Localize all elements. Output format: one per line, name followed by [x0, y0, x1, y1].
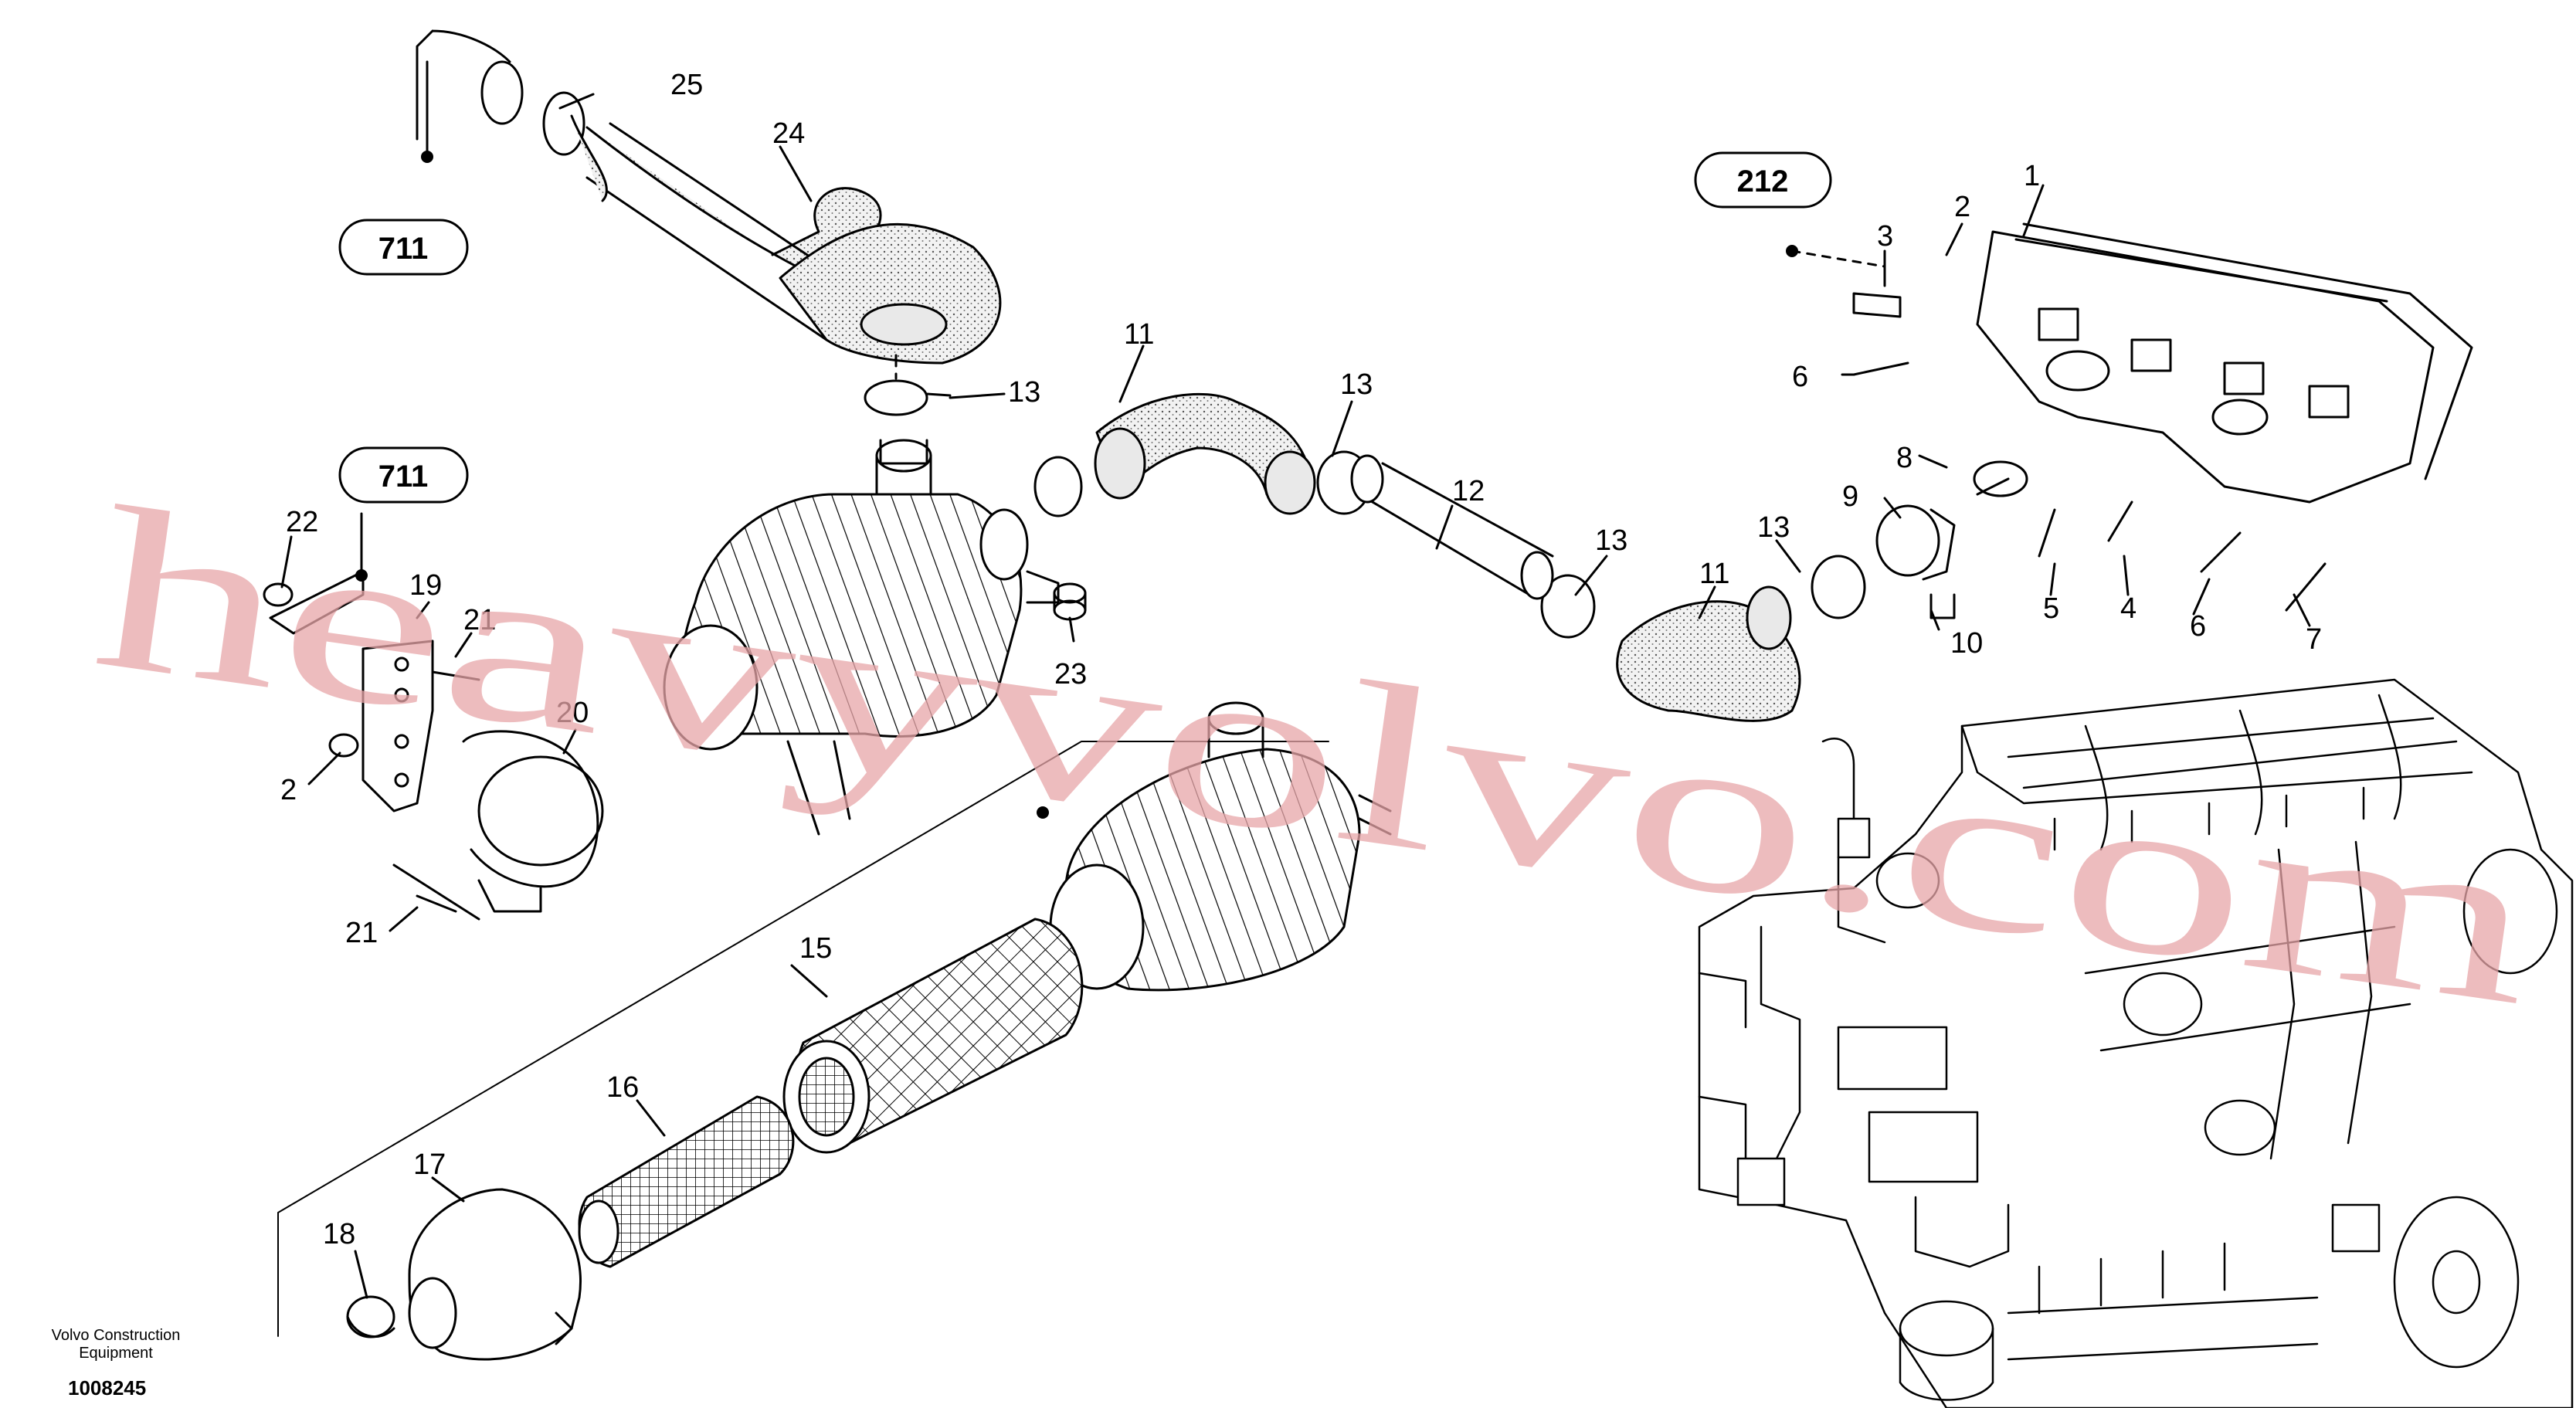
callout-6a[interactable]: 6: [1792, 361, 1808, 393]
callout-20[interactable]: 20: [556, 697, 589, 729]
ref-212[interactable]: 212: [1694, 151, 1832, 209]
bracket-19: [263, 570, 434, 813]
ref-711-mid-label: 711: [378, 460, 429, 494]
callout-17[interactable]: 17: [413, 1148, 446, 1181]
brand-line-2: Equipment: [79, 1345, 153, 1362]
callout-24[interactable]: 24: [772, 117, 805, 150]
callout-19[interactable]: 19: [409, 569, 442, 602]
callout-12[interactable]: 12: [1452, 475, 1485, 507]
callout-15[interactable]: 15: [799, 932, 832, 965]
callout-4[interactable]: 4: [2120, 592, 2136, 625]
callout-22b[interactable]: 2: [280, 774, 297, 806]
ref-212-label: 212: [1737, 165, 1789, 198]
engine-block: [1698, 678, 2574, 1408]
clamp-13a: [864, 379, 952, 465]
callout-5[interactable]: 5: [2043, 592, 2059, 625]
ref-711-top-label: 711: [378, 232, 429, 266]
callout-23[interactable]: 23: [1054, 658, 1087, 690]
valve-cover: [1852, 222, 2473, 504]
callout-25[interactable]: 25: [670, 69, 703, 101]
callout-1[interactable]: 1: [2024, 160, 2040, 192]
ref-711-top[interactable]: 711: [338, 219, 469, 276]
callout-3[interactable]: 3: [1877, 220, 1893, 253]
callout-11b[interactable]: 11: [1699, 558, 1729, 590]
ref-dot-212: [1786, 245, 1798, 257]
callout-10[interactable]: 10: [1950, 627, 1983, 660]
callout-11a[interactable]: 11: [1124, 318, 1154, 351]
brand-line-1: Volvo Construction: [52, 1327, 181, 1344]
callout-13a[interactable]: 13: [1008, 376, 1040, 409]
watermark-text: heavyvolvo.com: [82, 458, 2550, 1054]
callout-16[interactable]: 16: [606, 1071, 639, 1104]
callout-9[interactable]: 9: [1842, 480, 1858, 513]
callout-13c[interactable]: 13: [1595, 524, 1627, 557]
ref-dot-711-top: [421, 151, 433, 163]
ref-711-mid[interactable]: 711: [338, 446, 469, 504]
doc-number: 1008245: [68, 1376, 146, 1400]
callout-21b[interactable]: 21: [345, 917, 378, 949]
callout-6b[interactable]: 6: [2190, 610, 2206, 643]
ref-dot-711-mid: [355, 569, 368, 582]
ref-dot-filter: [1037, 806, 1049, 819]
callout-2[interactable]: 2: [1954, 191, 1970, 223]
callout-7[interactable]: 7: [2306, 623, 2322, 656]
diagram-lines: [263, 29, 2574, 1408]
callout-18[interactable]: 18: [323, 1218, 355, 1250]
callout-8[interactable]: 8: [1896, 442, 1912, 474]
air-filter-top: [663, 439, 1060, 836]
callout-labels: 1 2 3 4 5 6 6 7 8 9 10 11 11 12 13 13 13…: [280, 69, 2322, 1250]
callout-22a[interactable]: 22: [286, 506, 318, 538]
hose-24: [416, 29, 1002, 380]
callout-13d[interactable]: 13: [1757, 511, 1790, 544]
callout-13b[interactable]: 13: [1340, 368, 1373, 401]
callout-21a[interactable]: 21: [463, 604, 496, 636]
